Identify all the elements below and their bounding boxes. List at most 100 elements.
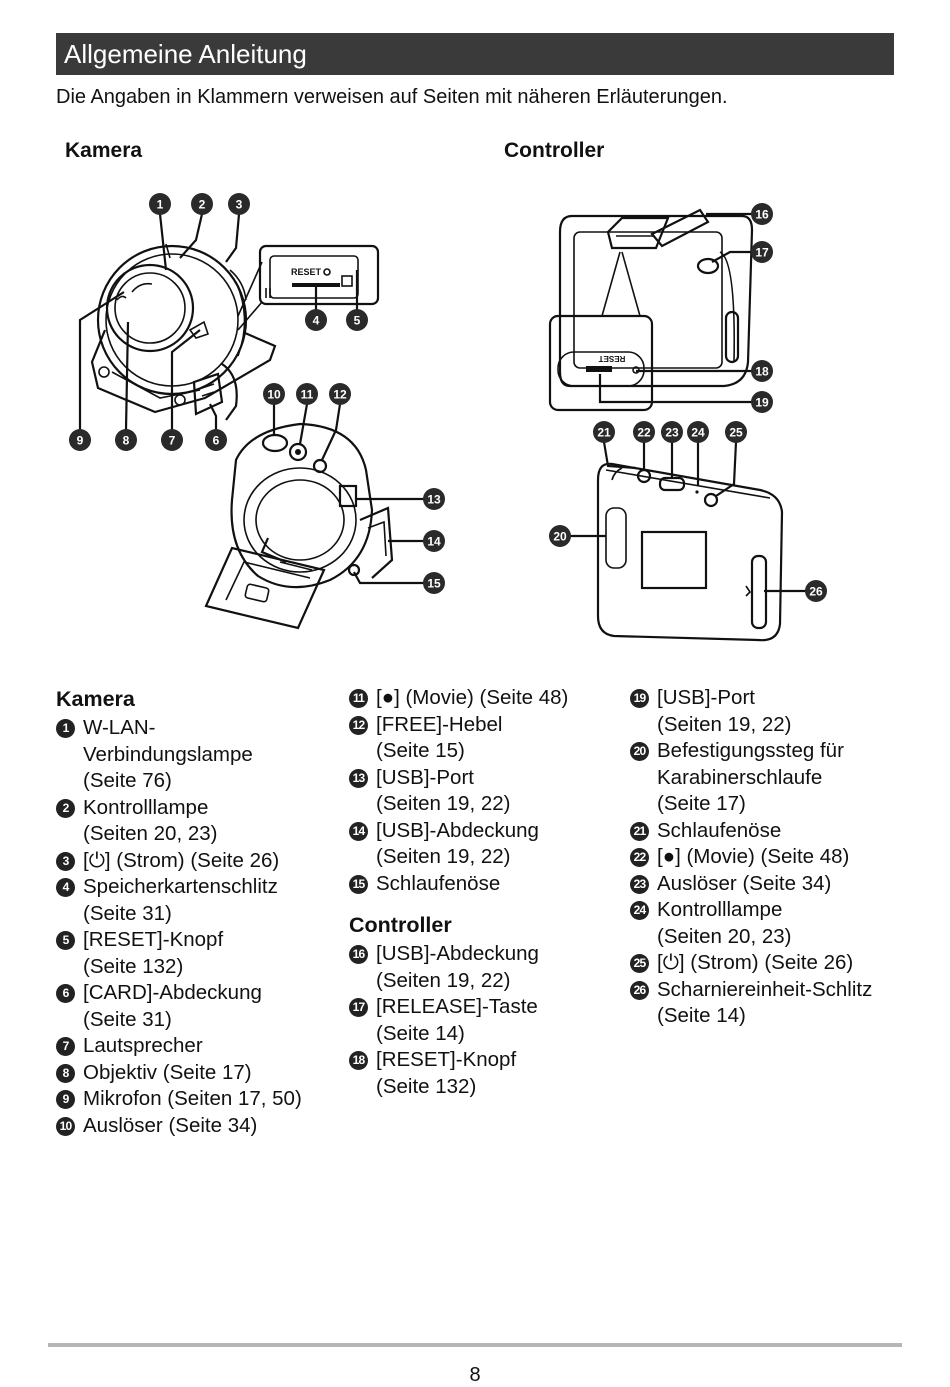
- legend-line: Auslöser (Seite 34): [83, 1113, 258, 1137]
- legend-number: 2: [56, 798, 75, 818]
- legend-line: [RESET]-Knopf: [83, 928, 224, 951]
- legend-line: [RESET]-Knopf: [376, 1048, 517, 1071]
- legend-item: 5[RESET]-Knopf(Seite 132): [56, 927, 336, 980]
- legend-line: Mikrofon (Seiten 17, 50): [83, 1087, 302, 1110]
- svg-text:20: 20: [553, 530, 567, 544]
- legend-line: [USB]-Port: [376, 765, 474, 789]
- legend-line: [⏻] (Strom) (Seite 26): [83, 848, 280, 872]
- svg-text:10: 10: [267, 388, 281, 402]
- svg-text:23: 23: [665, 426, 679, 440]
- legend-item: 6[CARD]-Abdeckung(Seite 31): [56, 980, 336, 1033]
- legend-number: 8: [56, 1063, 75, 1083]
- legend-line: (Seiten 20, 23): [83, 822, 218, 845]
- marker-10: 10: [263, 383, 285, 405]
- legend-line: (Seite 14): [376, 1021, 465, 1045]
- marker-17: 17: [751, 241, 773, 263]
- svg-text:1: 1: [157, 198, 164, 212]
- legend-line: [USB]-Port: [657, 686, 755, 709]
- svg-text:11: 11: [301, 388, 314, 402]
- legend-line: Lautsprecher: [83, 1034, 203, 1057]
- legend-line: (Seite 132): [376, 1074, 477, 1098]
- legend-item: 13[USB]-Port(Seiten 19, 22): [349, 765, 619, 818]
- device-illustrations: RESET: [69, 193, 827, 642]
- svg-text:21: 21: [597, 426, 611, 440]
- camera-figure-heading: Kamera: [65, 139, 143, 162]
- marker-2: 2: [191, 193, 213, 215]
- legend-number: 1: [56, 719, 75, 738]
- marker-7: 7: [161, 429, 183, 451]
- legend-line: (Seiten 20, 23): [657, 924, 792, 948]
- svg-text:13: 13: [427, 493, 441, 507]
- legend-number: 16: [349, 945, 368, 964]
- legend-number: 26: [630, 980, 649, 1000]
- marker-6: 6: [205, 429, 227, 451]
- intro-text: Die Angaben in Klammern verweisen auf Se…: [56, 86, 728, 108]
- svg-text:9: 9: [77, 434, 84, 448]
- legend-line: Karabinerschlaufe: [657, 765, 823, 789]
- page-number: 8: [469, 1364, 481, 1386]
- legend-number: 19: [630, 689, 649, 708]
- controller-front-illustration: [558, 208, 754, 388]
- controller-figure-heading: Controller: [504, 139, 605, 162]
- footer-divider: [48, 1343, 902, 1347]
- legend-line: (Seite 31): [83, 901, 172, 925]
- legend-line: [FREE]-Hebel: [376, 712, 503, 736]
- marker-8: 8: [115, 429, 137, 451]
- legend-line: (Seite 14): [657, 1004, 746, 1027]
- legend-line: [CARD]-Abdeckung: [83, 981, 262, 1004]
- legend-line: (Seiten 19, 22): [657, 712, 792, 736]
- legend-line: [⏻] (Strom) (Seite 26): [657, 951, 854, 974]
- legend-line: Befestigungssteg für: [657, 739, 844, 762]
- legend-number: 7: [56, 1037, 75, 1056]
- marker-4: 4: [305, 309, 327, 331]
- camera-front-illustration: [90, 243, 277, 421]
- legend-number: 15: [349, 874, 368, 894]
- legend-item: 19 [USB]-Port (Seiten 19, 22): [630, 685, 905, 738]
- legend-number: 4: [56, 878, 75, 897]
- legend-item: 18[RESET]-Knopf(Seite 132): [349, 1047, 619, 1100]
- section-title: Allgemeine Anleitung: [56, 33, 894, 75]
- svg-text:16: 16: [755, 208, 769, 222]
- legend-column-3: 19 [USB]-Port (Seiten 19, 22) 20 Befestigun…: [630, 685, 905, 1030]
- svg-text:3: 3: [236, 198, 243, 212]
- marker-11: 11: [296, 383, 318, 405]
- marker-26: 26: [805, 580, 827, 602]
- marker-18: 18: [751, 360, 773, 382]
- legend-line: (Seite 17): [657, 792, 746, 815]
- legend-line: [●] (Movie) (Seite 48): [376, 686, 569, 709]
- svg-text:5: 5: [354, 314, 361, 328]
- svg-text:15: 15: [427, 577, 441, 591]
- legend-number: 11: [349, 689, 368, 708]
- leader-lines: [78, 212, 806, 593]
- svg-text:24: 24: [691, 426, 705, 440]
- marker-19: 19: [751, 391, 773, 413]
- marker-9: 9: [69, 429, 91, 451]
- legend-number: 3: [56, 851, 75, 871]
- legend-number: 20: [630, 742, 649, 761]
- legend-line: W-LAN-: [83, 716, 156, 739]
- svg-text:14: 14: [427, 535, 441, 549]
- marker-24: 24: [687, 421, 709, 443]
- camera-rear-illustration: [204, 422, 394, 630]
- legend-line: Auslöser (Seite 34): [657, 871, 832, 895]
- legend-number: 5: [56, 931, 75, 950]
- svg-text:18: 18: [755, 365, 769, 379]
- marker-13: 13: [423, 488, 445, 510]
- marker-12: 12: [329, 383, 351, 405]
- marker-3: 3: [228, 193, 250, 215]
- legend-item: 12[FREE]-Hebel(Seite 15): [349, 712, 619, 765]
- legend-line: (Seite 76): [83, 769, 172, 792]
- legend-item: 22[●] (Movie) (Seite 48): [630, 844, 905, 871]
- svg-text:6: 6: [213, 434, 220, 448]
- svg-text:8: 8: [123, 434, 130, 448]
- marker-25: 25: [725, 421, 747, 443]
